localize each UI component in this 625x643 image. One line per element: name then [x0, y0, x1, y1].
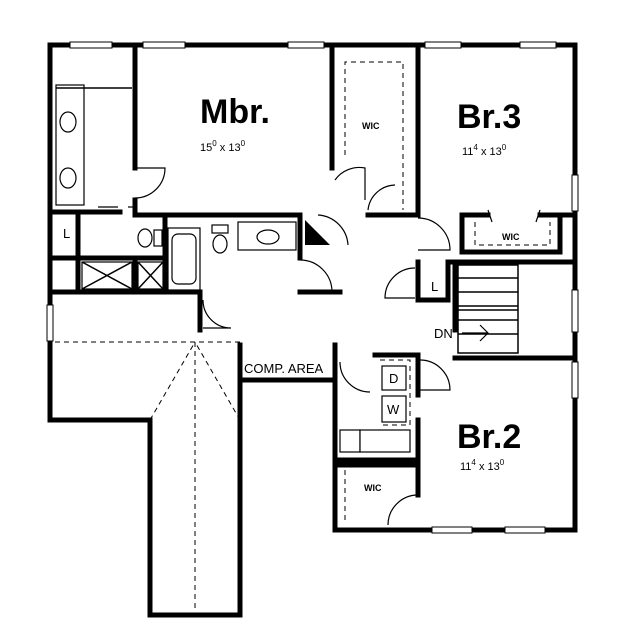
- roof-hip-right: [194, 341, 241, 421]
- window-bottom-2: [504, 526, 546, 534]
- master-toilet: [137, 228, 153, 248]
- bedroom2-dimensions: 114 x 130: [460, 458, 505, 473]
- door-master-bath: [134, 167, 166, 199]
- master-sink-2: [59, 167, 77, 189]
- window-right-1: [571, 174, 579, 212]
- window-bottom-1: [431, 526, 473, 534]
- door-br2-wic: [387, 494, 419, 526]
- laundry-counter: [359, 429, 411, 453]
- door-br2: [419, 359, 451, 391]
- room-labels: Mbr. 150 x 130 Br.3 114 x 130 Br.2 114 x…: [63, 93, 521, 493]
- br3-wic-shelf: [474, 222, 551, 246]
- comp-area-wall: [237, 342, 338, 383]
- dryer-box: [381, 365, 407, 391]
- window-right-3: [571, 361, 579, 399]
- linen-hall-label: L: [431, 279, 438, 294]
- hall-sink: [256, 229, 280, 245]
- doors: [98, 166, 541, 526]
- door-br3-wic: [487, 209, 541, 223]
- windows: [46, 41, 579, 534]
- stair-arrow: [462, 324, 489, 342]
- master-wic-label: WIC: [362, 121, 380, 131]
- window-left-1: [46, 304, 54, 342]
- stair-outline: [457, 264, 519, 354]
- comp-area-label: COMP. AREA: [244, 361, 324, 376]
- door-master-wic-2: [367, 184, 396, 211]
- washer-label: W: [387, 402, 400, 417]
- linen-left-label: L: [63, 226, 70, 241]
- hall-vanity: [237, 221, 297, 251]
- br2-wic-label: WIC: [364, 483, 382, 493]
- roof-hip-left: [149, 341, 196, 421]
- window-top-5: [519, 41, 557, 49]
- master-sink-1: [59, 111, 77, 133]
- master-toilet-tank: [153, 229, 163, 247]
- window-top-2: [142, 41, 186, 49]
- bedroom3-label: Br.3: [457, 98, 521, 136]
- master-bedroom-label: Mbr.: [200, 93, 270, 131]
- window-right-2: [571, 289, 579, 333]
- bedroom3-dimensions: 114 x 130: [462, 143, 507, 158]
- window-top-4: [424, 41, 462, 49]
- door-br3: [417, 217, 451, 251]
- door-hall-bath: [299, 259, 333, 293]
- br3-wic-label: WIC: [502, 232, 520, 242]
- washer-box: [381, 395, 407, 423]
- dryer-label: D: [389, 371, 398, 386]
- master-wic-shelf: [344, 61, 404, 210]
- laundry-sink: [339, 429, 361, 453]
- bathroom-fixtures: [55, 84, 411, 453]
- master-south-wall: [132, 197, 303, 218]
- master-bedroom-dimensions: 150 x 130: [200, 139, 246, 154]
- chase-black: [305, 220, 330, 245]
- window-top-3: [287, 41, 325, 49]
- window-top-1: [69, 41, 113, 49]
- door-linen-hall: [384, 267, 416, 299]
- interior-walls: [52, 42, 578, 498]
- hall-tub-inner: [171, 233, 197, 285]
- door-master-wic: [334, 166, 366, 200]
- bedroom2-label: Br.2: [457, 418, 521, 456]
- br3-wic-wall: [459, 212, 563, 255]
- door-laundry: [339, 361, 371, 393]
- door-hall-west: [202, 299, 232, 329]
- hall-toilet-tank: [211, 224, 229, 234]
- stairs: [457, 264, 519, 354]
- dashed-lines: [55, 61, 551, 612]
- hall-toilet: [212, 234, 228, 254]
- laundry-shelf: [380, 359, 411, 426]
- stairs-down-label: DN: [434, 326, 453, 341]
- door-master-hall: [317, 214, 349, 246]
- exterior-wall-left-lower: [47, 295, 243, 618]
- exterior-wall-upper: [47, 42, 578, 361]
- linen-hall-wall: [415, 259, 451, 303]
